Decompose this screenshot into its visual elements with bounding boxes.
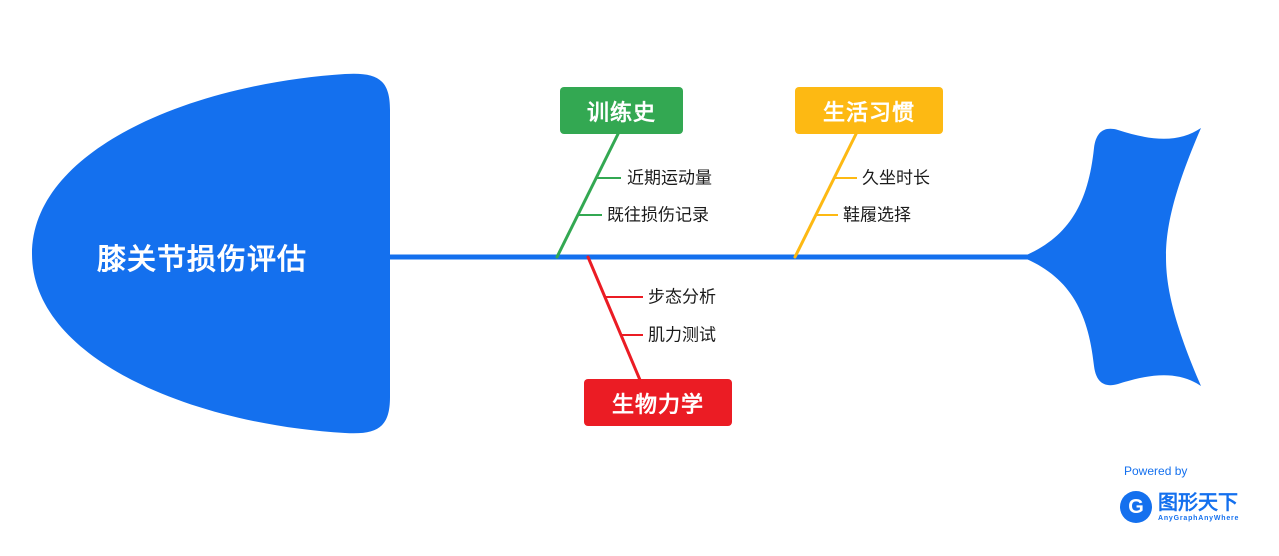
fish-tail-shape	[1022, 128, 1201, 386]
item-label-sitting-time: 久坐时长	[862, 168, 930, 188]
category-box-lifestyle: 生活习惯	[795, 87, 943, 134]
brand-name: 图形天下	[1158, 492, 1238, 514]
brand-logo-icon: G	[1120, 491, 1152, 523]
item-label-strength-test: 肌力测试	[648, 325, 716, 345]
diagram-title: 膝关节损伤评估	[97, 244, 308, 276]
branch-line-lifestyle	[793, 132, 858, 259]
brand-logo-link[interactable]: G 图形天下 AnyGraphAnyWhere	[1120, 491, 1239, 523]
category-label-training-history: 训练史	[586, 99, 656, 125]
category-box-training-history: 训练史	[560, 87, 683, 134]
brand-text-block: 图形天下 AnyGraphAnyWhere	[1158, 492, 1239, 522]
item-label-recent-exercise: 近期运动量	[627, 168, 712, 188]
branch-line-biomechanics	[586, 255, 642, 382]
item-label-shoe-choice: 鞋履选择	[843, 205, 911, 225]
category-box-biomechanics: 生物力学	[584, 379, 732, 426]
category-label-lifestyle: 生活习惯	[822, 99, 915, 125]
powered-by-text: Powered by	[1124, 464, 1188, 478]
brand-subtitle: AnyGraphAnyWhere	[1158, 515, 1240, 522]
item-label-past-injury-record: 既往损伤记录	[607, 205, 709, 225]
item-label-gait-analysis: 步态分析	[648, 287, 716, 307]
category-label-biomechanics: 生物力学	[611, 391, 704, 417]
fish-head-shape	[32, 73, 390, 434]
branch-line-training-history	[555, 132, 620, 259]
